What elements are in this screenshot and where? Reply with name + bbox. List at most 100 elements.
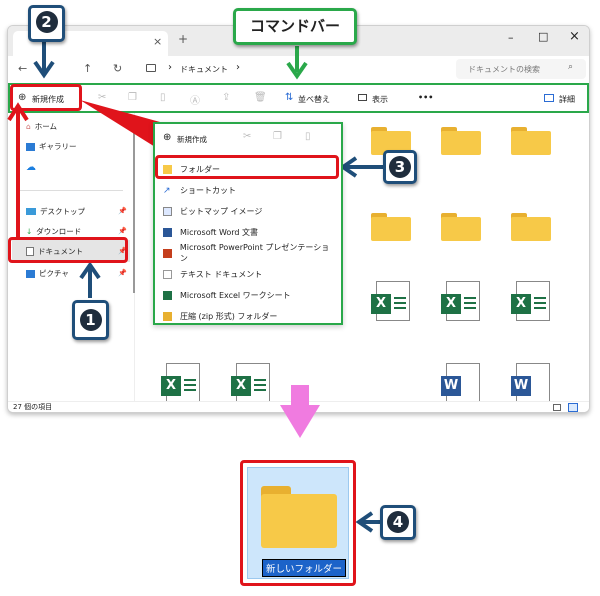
- menu-item-text[interactable]: テキスト ドキュメント: [163, 265, 335, 283]
- new-tab-button[interactable]: +: [178, 32, 189, 46]
- back-button[interactable]: ←: [18, 62, 28, 75]
- callout-step-3: 3: [383, 150, 417, 184]
- sort-button[interactable]: 並べ替え: [298, 95, 330, 104]
- navigation-pane: ⌂ホーム ギャラリー ☁ デスクトップ 📌 ↓ダウンロード 📌 ドキュメント 📌…: [8, 113, 135, 401]
- plus-circle-icon: ⊕: [18, 92, 27, 103]
- details-view-icon[interactable]: [553, 404, 561, 411]
- new-folder-item[interactable]: 新しいフォルダー: [247, 467, 349, 579]
- view-button[interactable]: 表示: [372, 95, 388, 104]
- pink-arrow-head: [280, 405, 320, 438]
- breadcrumb-separator: ›: [168, 62, 172, 73]
- copy-icon[interactable]: ❐: [128, 92, 137, 103]
- excel-file[interactable]: X: [371, 281, 410, 321]
- sidebar-item-downloads[interactable]: ↓ダウンロード: [26, 226, 81, 237]
- powerpoint-icon: [163, 248, 172, 258]
- rename-icon[interactable]: Ⓐ: [190, 96, 200, 107]
- arrow-1-head: [79, 261, 101, 280]
- sidebar-item-onedrive[interactable]: ☁: [26, 162, 40, 173]
- pointer-triangle: [80, 100, 160, 150]
- folder-item[interactable]: [371, 211, 411, 241]
- sidebar-item-label: ギャラリー: [39, 142, 77, 151]
- tab-close-icon[interactable]: ×: [153, 35, 163, 48]
- paste-icon: ▯: [305, 131, 311, 142]
- sidebar-item-label: ダウンロード: [36, 227, 82, 236]
- pictures-icon: [26, 269, 35, 278]
- pin-icon[interactable]: 📌: [118, 207, 127, 215]
- details-button[interactable]: 詳細: [559, 95, 575, 104]
- bitmap-icon: [163, 206, 172, 216]
- sidebar-scrollbar[interactable]: [133, 123, 135, 293]
- excel-file[interactable]: X: [441, 281, 480, 321]
- menu-item-bitmap[interactable]: ビットマップ イメージ: [163, 202, 335, 220]
- pin-icon[interactable]: 📌: [118, 227, 127, 235]
- callout-step-2: 2: [28, 5, 65, 42]
- menu-new-button[interactable]: 新規作成: [177, 135, 207, 144]
- close-button[interactable]: ×: [569, 29, 580, 44]
- zip-folder-icon: [163, 311, 172, 321]
- command-bar-arrow-head: [286, 61, 308, 80]
- menu-item-shortcut[interactable]: ↗ショートカット: [163, 185, 236, 196]
- share-icon[interactable]: ⇪: [222, 92, 231, 103]
- new-button[interactable]: 新規作成: [32, 95, 64, 104]
- cut-icon[interactable]: ✂: [98, 92, 107, 103]
- minimize-button[interactable]: –: [508, 31, 514, 44]
- sidebar-item-label: デスクトップ: [40, 207, 85, 216]
- arrow-2-head: [33, 60, 55, 79]
- menu-item-excel[interactable]: Microsoft Excel ワークシート: [163, 286, 335, 304]
- sidebar-item-home[interactable]: ⌂ホーム: [26, 121, 57, 132]
- maximize-button[interactable]: □: [538, 30, 549, 43]
- search-input[interactable]: ドキュメントの検索 ⌕: [456, 59, 586, 79]
- menu-item-powerpoint[interactable]: Microsoft PowerPoint プレゼンテーション: [163, 243, 335, 263]
- delete-icon[interactable]: 🗑: [254, 92, 267, 103]
- word-icon: [163, 227, 172, 237]
- this-pc-icon[interactable]: [146, 64, 156, 72]
- highlight-folder-item: [155, 155, 339, 179]
- folder-item[interactable]: [441, 125, 481, 155]
- refresh-button[interactable]: ↻: [113, 62, 123, 75]
- sidebar-item-label: ピクチャ: [39, 269, 69, 278]
- step-number: 2: [35, 11, 58, 33]
- cut-icon: ✂: [243, 131, 252, 142]
- excel-file[interactable]: X: [511, 281, 550, 321]
- paste-icon[interactable]: ▯: [160, 92, 166, 103]
- word-file[interactable]: W: [511, 363, 550, 403]
- sidebar-item-documents[interactable]: ドキュメント: [26, 246, 83, 257]
- sidebar-item-pictures[interactable]: ピクチャ: [26, 268, 69, 279]
- sidebar-item-label: ドキュメント: [38, 247, 83, 256]
- word-file[interactable]: W: [441, 363, 480, 403]
- divider: [18, 190, 123, 191]
- red-arrow-head: [7, 102, 29, 122]
- callout-step-1: 1: [72, 300, 109, 340]
- search-placeholder: ドキュメントの検索: [468, 65, 540, 74]
- excel-icon: [163, 290, 172, 300]
- large-icons-view-icon[interactable]: [568, 403, 578, 412]
- highlight-documents: [8, 237, 128, 263]
- menu-item-zip[interactable]: 圧縮 (zip 形式) フォルダー: [163, 307, 335, 325]
- sort-icon: ⇅: [285, 92, 294, 103]
- folder-item[interactable]: [511, 125, 551, 155]
- callout-step-4: 4: [380, 505, 416, 540]
- breadcrumb-documents[interactable]: ドキュメント: [180, 65, 228, 74]
- folder-name-input[interactable]: 新しいフォルダー: [262, 559, 347, 577]
- excel-file[interactable]: X: [161, 363, 200, 403]
- search-icon: ⌕: [568, 62, 574, 72]
- pin-icon[interactable]: 📌: [118, 269, 127, 277]
- callout-command-bar: コマンドバー: [233, 8, 357, 45]
- folder-icon: [163, 164, 172, 174]
- menu-item-folder[interactable]: フォルダー: [163, 160, 335, 178]
- sidebar-item-desktop[interactable]: デスクトップ: [26, 206, 85, 217]
- menu-item-word[interactable]: Microsoft Word 文書: [163, 223, 335, 241]
- pink-arrow-shaft: [291, 385, 309, 407]
- more-button[interactable]: •••: [418, 93, 434, 102]
- folder-item[interactable]: [441, 211, 481, 241]
- folder-item[interactable]: [511, 211, 551, 241]
- up-button[interactable]: ↑: [83, 62, 93, 75]
- new-item-menu: ⊕ 新規作成 ✂ ❐ ▯ フォルダー ↗ショートカット ビットマップ イメージ …: [153, 122, 343, 325]
- selected-row-bg: [12, 240, 130, 262]
- step-number: 4: [387, 511, 409, 533]
- sidebar-item-gallery[interactable]: ギャラリー: [26, 141, 77, 152]
- pin-icon[interactable]: 📌: [118, 247, 127, 255]
- view-icon: [358, 94, 367, 101]
- details-pane-icon: [544, 94, 554, 102]
